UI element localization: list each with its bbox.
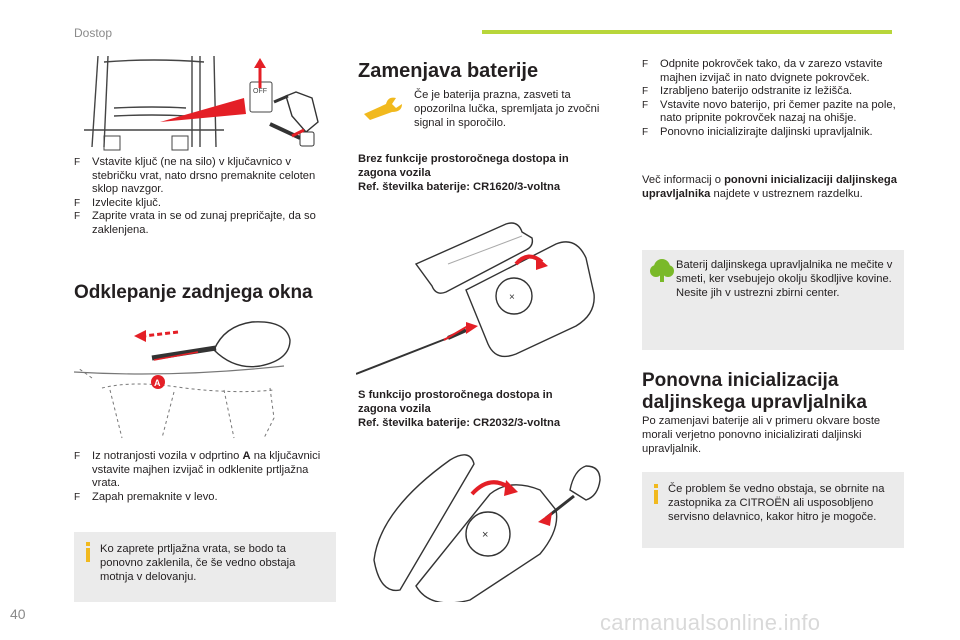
section-label: Dostop bbox=[74, 26, 113, 40]
info-box: Če problem še vedno obstaja, se obrnite … bbox=[642, 472, 904, 548]
bullet-icon: F bbox=[642, 86, 649, 98]
callout-a-marker bbox=[151, 375, 165, 389]
battery-replacement-title: Zamenjava baterije bbox=[358, 60, 539, 82]
more-info-paragraph: Več informacij o ponovni inicializaciji … bbox=[642, 174, 897, 200]
rear-window-title: Odklepanje zadnjega okna bbox=[74, 282, 313, 303]
info-icon bbox=[654, 484, 658, 504]
door-lock-illustration: OFF bbox=[74, 52, 336, 152]
bullet-icon: F bbox=[642, 99, 649, 111]
watermark: carmanualsonline.info bbox=[600, 610, 821, 635]
caption-handsfree-key: S funkcijo prostoročnega dostopa in zago… bbox=[358, 389, 561, 429]
caption-standard-key: Brez funkcije prostoročnega dostopa in z… bbox=[358, 153, 569, 193]
bullet-icon: F bbox=[642, 59, 649, 70]
rear-window-illustration: A bbox=[74, 321, 291, 439]
key-icon bbox=[269, 91, 319, 147]
bullet-icon: F bbox=[74, 491, 81, 503]
bullet-icon: F bbox=[74, 197, 81, 209]
off-label: OFF bbox=[253, 88, 267, 95]
eco-box: Baterij daljinskega upravljalnika ne meč… bbox=[642, 250, 904, 350]
info-icon bbox=[86, 542, 90, 562]
svg-text:×: × bbox=[482, 529, 488, 541]
battery-intro: Če je baterija prazna, zasveti ta opozor… bbox=[414, 89, 600, 129]
info-box: Ko zaprete prtljažna vrata, se bodo ta p… bbox=[74, 532, 336, 602]
svg-text:×: × bbox=[509, 292, 515, 303]
bullet-icon: F bbox=[74, 211, 81, 223]
tree-icon bbox=[650, 259, 674, 282]
screwdriver-icon bbox=[151, 321, 291, 368]
callout-a-label: A bbox=[154, 378, 161, 388]
bullet-icon: F bbox=[642, 126, 649, 138]
section-accent-bar bbox=[482, 30, 892, 34]
wrench-warning-icon bbox=[364, 97, 402, 120]
page-number: 40 bbox=[10, 606, 26, 622]
reinit-title: Ponovna inicializacija daljinskega uprav… bbox=[642, 370, 867, 413]
bullet-icon: F bbox=[74, 451, 81, 462]
bullet-icon: F bbox=[74, 157, 81, 168]
key-battery-illustration-2: × bbox=[373, 454, 601, 602]
reinit-body: Po zamenjavi baterije ali v primeru okva… bbox=[642, 415, 881, 455]
key-battery-illustration-1: × bbox=[356, 222, 595, 375]
